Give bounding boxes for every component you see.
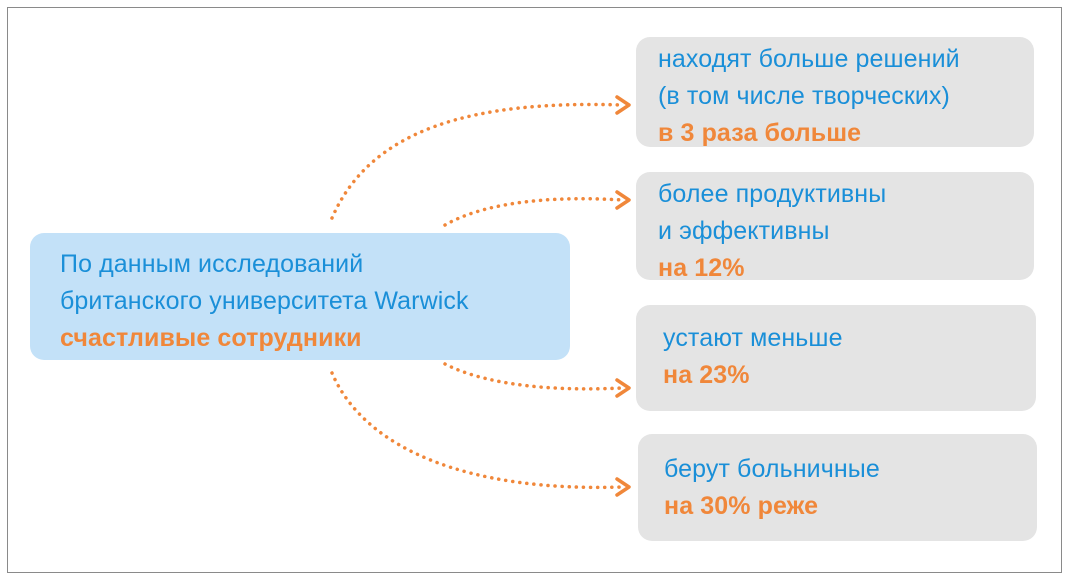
arrowhead-icon (615, 477, 631, 497)
result-highlight: на 12% (658, 254, 745, 282)
arrowhead-icon (615, 190, 631, 210)
source-highlight: счастливые сотрудники (60, 324, 362, 352)
result-box-solutions: находят больше решений (в том числе твор… (636, 37, 1034, 147)
arrow-to-result-3 (443, 362, 624, 391)
result-text: более продуктивны (658, 180, 887, 208)
result-text: берут больничные (664, 455, 880, 483)
result-box-sick-leave: берут больничные на 30% реже (638, 434, 1037, 541)
result-text: находят больше решений (658, 45, 960, 73)
source-line-2: британского университета Warwick (60, 287, 469, 315)
result-box-productivity: более продуктивны и эффективны на 12% (636, 172, 1034, 282)
arrowhead-icon (615, 95, 631, 115)
result-highlight: на 23% (663, 361, 750, 389)
result-text: и эффективны (658, 217, 830, 245)
result-text: устают меньше (663, 324, 843, 352)
result-highlight: в 3 раза больше (658, 119, 862, 147)
source-line-1: По данным исследований (60, 250, 364, 278)
arrow-to-result-2 (443, 197, 624, 227)
result-text: (в том числе творческих) (658, 82, 950, 110)
arrow-to-result-4 (330, 371, 624, 490)
arrowhead-icon (615, 378, 631, 398)
result-box-fatigue: устают меньше на 23% (636, 305, 1036, 411)
source-box: По данным исследований британского униве… (30, 233, 570, 360)
arrow-to-result-1 (330, 102, 624, 220)
result-highlight: на 30% реже (664, 492, 819, 520)
